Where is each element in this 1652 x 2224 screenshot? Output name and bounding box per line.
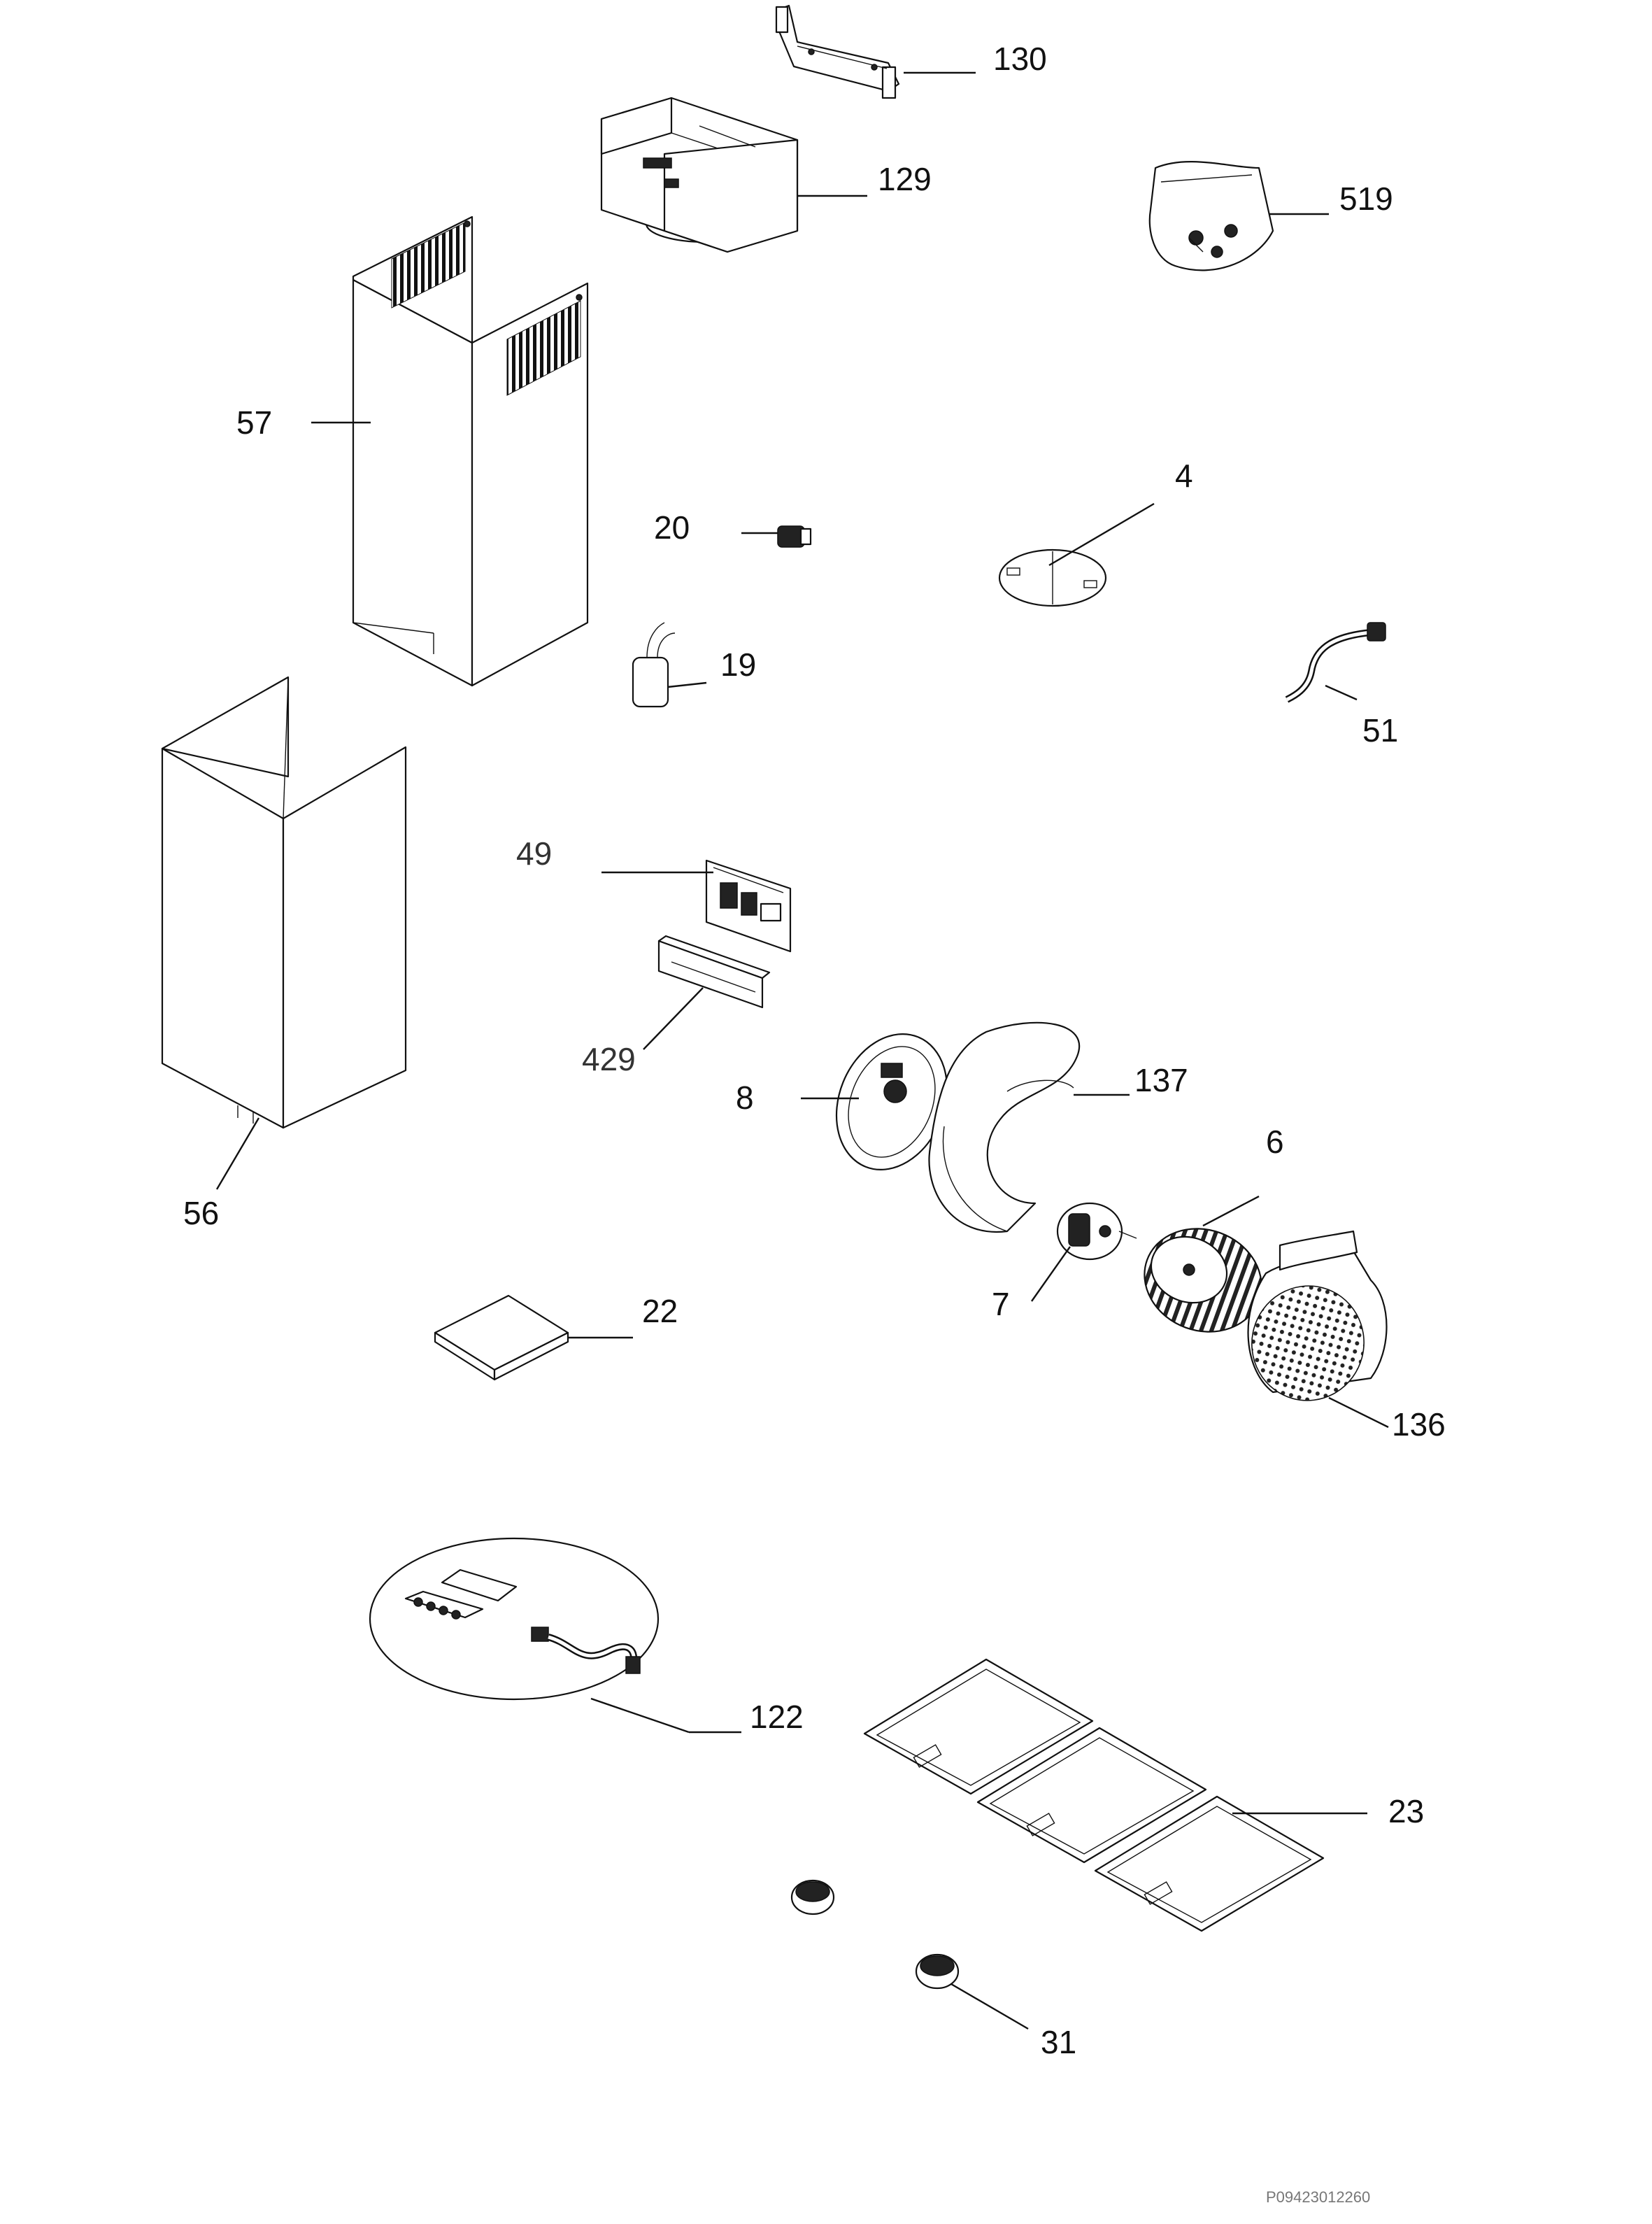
part-129-duct-connector — [600, 97, 799, 253]
part-7-motor — [1056, 1202, 1137, 1261]
label-8: 8 — [736, 1079, 754, 1116]
label-20: 20 — [654, 509, 690, 546]
part-519-screw-kit — [1148, 161, 1274, 271]
label-136: 136 — [1392, 1406, 1446, 1443]
grease-filter-2 — [976, 1727, 1207, 1864]
part-130-bracket — [775, 4, 900, 99]
grease-filter-1 — [863, 1658, 1094, 1795]
leader-56 — [215, 1117, 260, 1190]
label-137: 137 — [1134, 1062, 1188, 1098]
label-31: 31 — [1041, 2024, 1076, 2060]
part-136-grille-housing — [1247, 1230, 1388, 1401]
leader-6 — [1202, 1195, 1260, 1227]
part-49-pcb — [705, 859, 792, 953]
leader-136 — [1328, 1396, 1389, 1429]
label-122: 122 — [750, 1699, 804, 1735]
label-23: 23 — [1388, 1793, 1424, 1829]
part-8-motor-plate — [835, 1033, 948, 1170]
leader-51 — [1325, 684, 1358, 701]
label-6: 6 — [1266, 1124, 1284, 1160]
part-19-capacitor — [632, 622, 676, 708]
part-22-filter-pad — [434, 1294, 569, 1381]
label-7: 7 — [992, 1286, 1010, 1322]
leader-19 — [667, 681, 707, 688]
leader-122 — [590, 1697, 690, 1734]
label-49: 49 — [516, 835, 552, 872]
part-6-impeller — [1144, 1228, 1262, 1333]
part-57-upper-chimney — [352, 215, 589, 687]
label-56: 56 — [183, 1195, 219, 1231]
part-137-fan-housing — [928, 1021, 1081, 1233]
leader-429 — [643, 987, 704, 1050]
leader-4 — [1048, 502, 1155, 567]
label-4: 4 — [1175, 458, 1193, 494]
label-19: 19 — [720, 646, 756, 683]
label-429: 429 — [582, 1041, 636, 1077]
part-31-knob-2 — [915, 1953, 960, 1990]
label-129: 129 — [878, 161, 932, 197]
part-429-board-cover — [657, 935, 771, 1009]
part-56-lower-chimney — [161, 676, 407, 1129]
label-130: 130 — [993, 41, 1047, 77]
grease-filter-3 — [1094, 1795, 1325, 1932]
part-20-connector — [777, 525, 812, 548]
leader-31 — [950, 1983, 1029, 2030]
drawing-code: P09423012260 — [1266, 2188, 1370, 2206]
label-519: 519 — [1339, 180, 1393, 217]
label-57: 57 — [236, 404, 272, 441]
part-23-grease-filters — [863, 1658, 1325, 1932]
part-122-control-panel — [369, 1537, 660, 1701]
leader-7 — [1031, 1246, 1071, 1302]
label-22: 22 — [642, 1293, 678, 1329]
part-51-cable — [1285, 622, 1386, 703]
label-51: 51 — [1362, 712, 1398, 749]
part-4-flap — [998, 548, 1107, 607]
part-31-knob-1 — [790, 1879, 835, 1915]
